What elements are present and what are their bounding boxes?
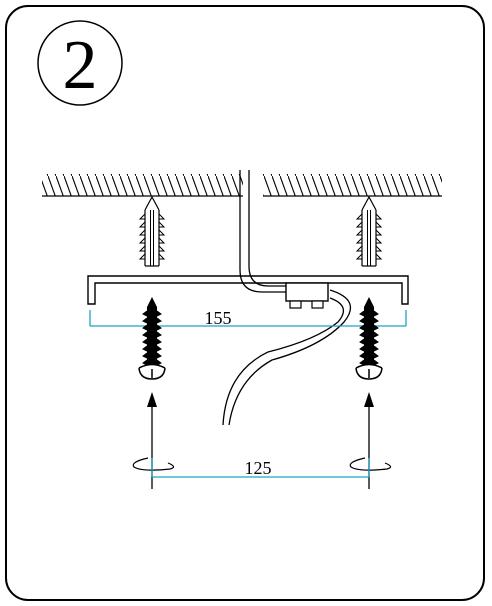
screw-spacing-label: 125 — [245, 458, 272, 478]
step-badge: 2 — [37, 20, 123, 106]
ceiling-hatch-left — [42, 174, 243, 196]
rail-width-dimension: 155 — [89, 308, 407, 328]
cable-connector — [285, 282, 329, 309]
power-cable — [222, 170, 352, 426]
step-badge-circle — [37, 20, 123, 106]
rail-width-label: 155 — [205, 308, 232, 328]
screw-spacing-dimension: 125 — [151, 458, 370, 478]
ceiling-hatch-right — [263, 174, 442, 196]
panel-frame — [5, 5, 485, 601]
ceiling — [42, 174, 442, 197]
step-number: 2 — [63, 27, 98, 104]
